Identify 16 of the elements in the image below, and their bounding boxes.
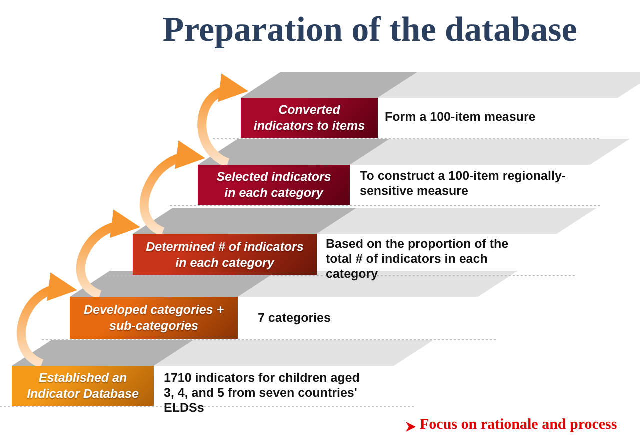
curved-arrow xyxy=(76,212,141,299)
curved-arrow xyxy=(198,76,249,167)
step-box: Selected indicators in each category xyxy=(198,165,350,205)
step-description: Form a 100-item measure xyxy=(385,110,537,125)
step-description: Based on the proportion of the total # of indicators in each category xyxy=(326,237,510,282)
title: Preparation of the database xyxy=(162,10,578,50)
curved-arrow xyxy=(17,274,78,368)
step-box: Determined # of indicators in each category xyxy=(133,234,317,275)
step-description: To construct a 100-item regionally-sensitive measure xyxy=(360,169,568,199)
note: Focus on rationale and process xyxy=(420,417,618,434)
step-description: 7 categories xyxy=(258,311,332,326)
step-box: Developed categories + sub-categories xyxy=(70,297,238,339)
curved-arrow xyxy=(140,142,206,236)
step-box: Established an Indicator Database xyxy=(12,366,154,406)
step-description: 1710 indicators for children aged 3, 4, and 5 from seven countries' ELDSs xyxy=(164,371,361,416)
step-box: Converted indicators to items xyxy=(241,98,378,138)
